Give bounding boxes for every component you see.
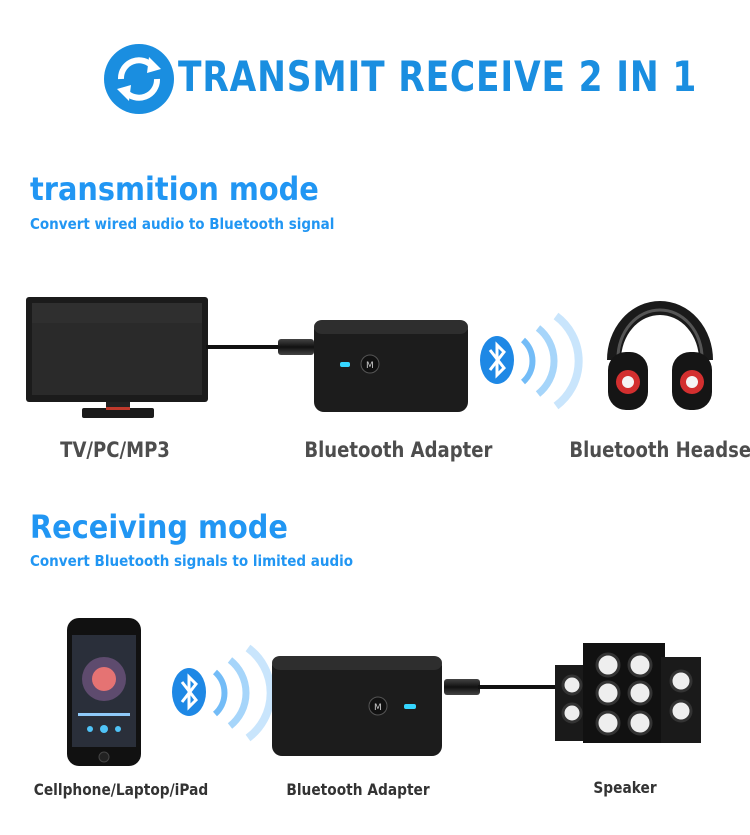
- tv-monitor-image: [24, 295, 214, 425]
- bluetooth-signal-transmit: [478, 310, 588, 420]
- label-tv-pc-mp3: TV/PC/MP3: [60, 438, 170, 462]
- sync-arrows-icon: [104, 44, 174, 114]
- transmission-mode-title: transmition mode: [30, 170, 319, 208]
- bluetooth-signal-receive: [170, 642, 280, 752]
- label-bluetooth-headset: Bluetooth Headset: [569, 438, 750, 462]
- bluetooth-icon: [180, 673, 198, 711]
- label-cellphone-laptop-ipad: Cellphone/Laptop/iPad: [33, 780, 209, 799]
- receiving-mode-title: Receiving mode: [30, 508, 288, 546]
- audio-plug: [444, 679, 480, 695]
- adapter-mode-button-label: M: [374, 703, 382, 713]
- audio-cable: [478, 685, 556, 689]
- speakers-image: [553, 637, 713, 747]
- bluetooth-adapter-transmit: M: [312, 318, 472, 414]
- page-title: TRANSMIT RECEIVE 2 IN 1: [178, 52, 698, 101]
- label-bluetooth-adapter-transmit: Bluetooth Adapter: [304, 438, 493, 462]
- smartphone-image: [66, 617, 142, 767]
- bluetooth-icon: [488, 341, 506, 379]
- bluetooth-adapter-receive: M: [270, 654, 446, 758]
- label-bluetooth-adapter-receive: Bluetooth Adapter: [286, 780, 430, 799]
- headphones-image: [600, 280, 720, 415]
- receiving-mode-subtitle: Convert Bluetooth signals to limited aud…: [30, 552, 354, 570]
- audio-cable: [206, 345, 286, 349]
- transmission-mode-subtitle: Convert wired audio to Bluetooth signal: [30, 215, 335, 233]
- header-logo: [103, 43, 175, 115]
- adapter-mode-button-label: M: [366, 361, 374, 371]
- label-speaker: Speaker: [593, 778, 657, 797]
- audio-plug: [278, 339, 314, 355]
